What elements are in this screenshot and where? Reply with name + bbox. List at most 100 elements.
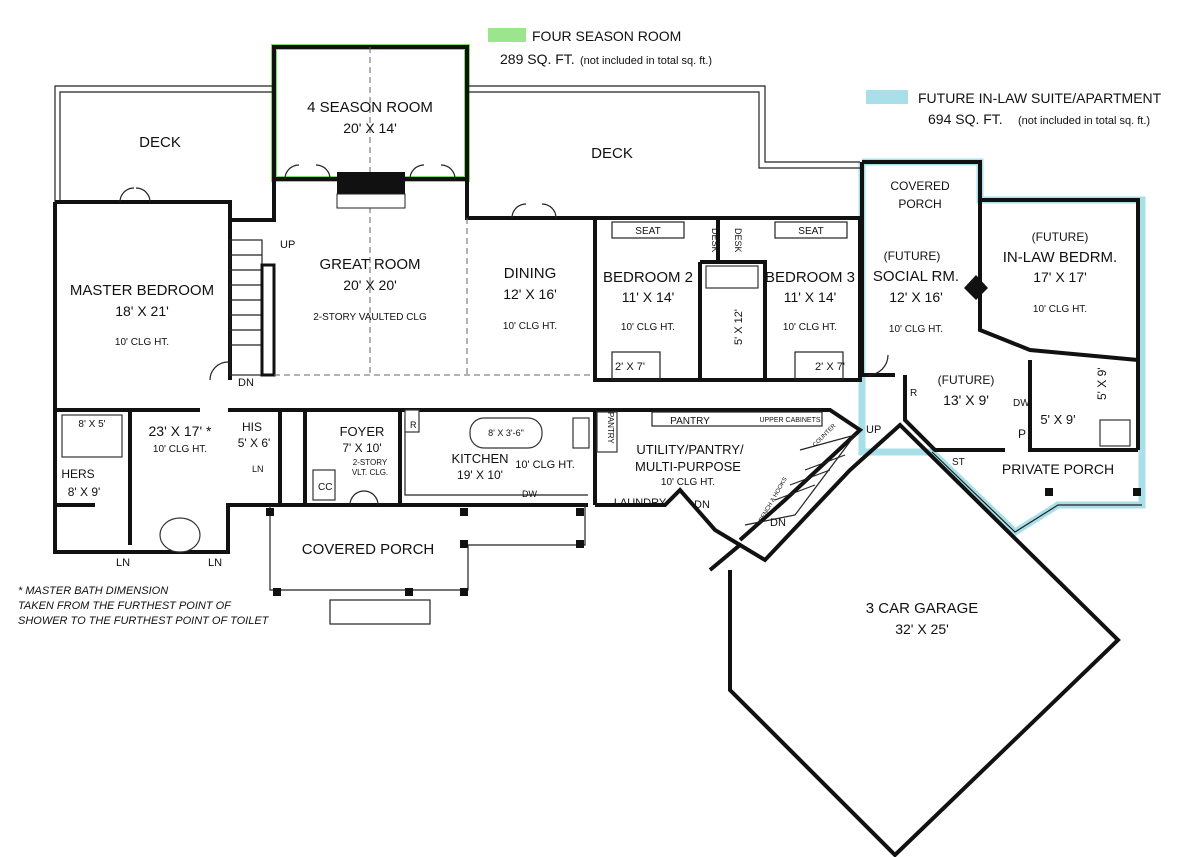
legend-four-season-sqft: 289 SQ. FT. <box>500 51 575 67</box>
inlaw-kitchen-dim: 13' X 9' <box>943 392 989 408</box>
dw-label-1: DW <box>522 489 537 499</box>
covered-porch-top-l2: PORCH <box>898 197 941 211</box>
wall-garage <box>708 422 1121 857</box>
bed3-closet: 2' X 7' <box>815 361 845 373</box>
master-bath-dim: 23' X 17' * <box>149 423 212 439</box>
bed3-clg: 10' CLG HT. <box>783 322 837 333</box>
st-label: ST <box>952 457 965 468</box>
p-label: P <box>1018 427 1026 441</box>
tub <box>705 265 759 289</box>
inlaw-kitchen-future: (FUTURE) <box>938 373 995 387</box>
deck-right-outline <box>468 85 860 163</box>
great-name: GREAT ROOM <box>319 256 420 273</box>
social-name: SOCIAL RM. <box>873 268 959 285</box>
kitchen-counter <box>404 418 588 496</box>
hers-dim: 8' X 9' <box>68 485 101 499</box>
master-clg: 10' CLG HT. <box>115 337 169 348</box>
footnote-line2: TAKEN FROM THE FURTHEST POINT OF <box>18 600 232 612</box>
cc-label: CC <box>318 482 332 493</box>
ln-label-2: LN <box>208 557 222 569</box>
dining-clg: 10' CLG HT. <box>503 321 557 332</box>
upper-cabinets <box>651 411 823 427</box>
dw-label-2: DW <box>1013 398 1030 409</box>
season-room-name: 4 SEASON ROOM <box>307 99 433 116</box>
his-name: HIS <box>242 420 262 434</box>
inlaw-bed-name: IN-LAW BEDRM. <box>1003 249 1117 266</box>
hers-name: HERS <box>61 467 94 481</box>
great-clg: 2-STORY VAULTED CLG <box>313 312 427 323</box>
wall-utility <box>595 408 864 542</box>
front-porch-edge <box>269 505 586 591</box>
deck-right-label: DECK <box>591 145 633 162</box>
kitchen-name: KITCHEN <box>451 451 508 466</box>
kitchen-counter-east <box>572 417 590 449</box>
fridge <box>404 409 420 433</box>
dn-label-1: DN <box>238 377 254 389</box>
legend-four-season-title: FOUR SEASON ROOM <box>532 28 681 44</box>
foyer-name: FOYER <box>340 424 385 439</box>
stair-rail <box>260 263 276 377</box>
four-season-swatch <box>488 28 526 42</box>
season-room-dim: 20' X 14' <box>343 120 397 136</box>
inlaw-swatch <box>866 90 908 104</box>
porch-post-2 <box>1133 488 1141 496</box>
pantry-closet <box>596 411 618 453</box>
up-label-2: UP <box>866 424 881 436</box>
covered-porch-top-l1: COVERED <box>890 179 950 193</box>
footnote-line1: * MASTER BATH DIMENSION <box>18 585 168 597</box>
wall-north-mid <box>465 179 860 220</box>
wall-inlaw-kitchen <box>903 375 1005 452</box>
foyer-clg1: 2-STORY <box>353 458 388 467</box>
deck-left-label: DECK <box>139 134 181 151</box>
master-tub <box>159 517 201 553</box>
stair-treads <box>230 254 262 346</box>
upper-cabinets-label: UPPER CABINETS <box>759 417 820 424</box>
pantry-label: PANTRY <box>670 416 710 427</box>
dn-label-3: DN <box>770 517 786 529</box>
island-dim: 8' X 3'-6" <box>488 428 524 438</box>
wall-master-north <box>55 179 276 222</box>
master-name: MASTER BEDROOM <box>70 282 214 299</box>
closet-bed2 <box>611 351 661 381</box>
desk-label-1: DESK <box>710 228 720 253</box>
inlaw-bed-clg: 10' CLG HT. <box>1033 304 1087 315</box>
foyer-dim: 7' X 10' <box>342 441 381 455</box>
social-dim: 12' X 16' <box>889 289 943 305</box>
r-label-2: R <box>910 388 917 399</box>
inlaw-bed-dim: 17' X 17' <box>1033 269 1087 285</box>
deck-left-outline <box>54 85 272 202</box>
desk-label-2: DESK <box>733 228 743 253</box>
bed2-dim: 11' X 14' <box>622 289 675 305</box>
seat-bed3 <box>774 221 848 239</box>
utility-clg: 10' CLG HT. <box>661 477 715 488</box>
up-label-1: UP <box>280 239 295 251</box>
bed2-clg: 10' CLG HT. <box>621 322 675 333</box>
wall-inlaw-bed <box>978 200 1139 362</box>
bed3-dim: 11' X 14' <box>784 289 837 305</box>
great-dim: 20' X 20' <box>343 277 397 293</box>
utility-l1: UTILITY/PANTRY/ <box>636 442 744 457</box>
his-dim: 5' X 6' <box>238 436 271 450</box>
deck-right-inner <box>468 91 860 169</box>
inlaw-bed-future: (FUTURE) <box>1032 230 1089 244</box>
master-dim: 18' X 21' <box>115 303 169 319</box>
ln-label-1: LN <box>116 557 130 569</box>
wall-laundry <box>595 487 742 547</box>
master-shower <box>61 414 123 458</box>
foyer-clg2: VLT. CLG. <box>352 468 388 477</box>
seat-bed2-label: SEAT <box>635 226 660 237</box>
laundry-label: LAUNDRY <box>614 497 667 509</box>
shower-dim: 8' X 5' <box>78 419 105 430</box>
wall-social-west <box>860 162 895 377</box>
dining-name: DINING <box>504 265 557 282</box>
inlaw-bath-dim: 5' X 9' <box>1040 412 1075 427</box>
bed2-name: BEDROOM 2 <box>603 269 693 286</box>
private-porch-label: PRIVATE PORCH <box>1002 461 1114 477</box>
seat-bed3-label: SEAT <box>798 226 823 237</box>
utility-l2: MULTI-PURPOSE <box>635 459 741 474</box>
master-bath-clg: 10' CLG HT. <box>153 444 207 455</box>
garage-stairs <box>744 433 857 526</box>
footnote-line3: SHOWER TO THE FURTHEST POINT OF TOILET <box>18 615 270 627</box>
hearth <box>336 193 406 209</box>
